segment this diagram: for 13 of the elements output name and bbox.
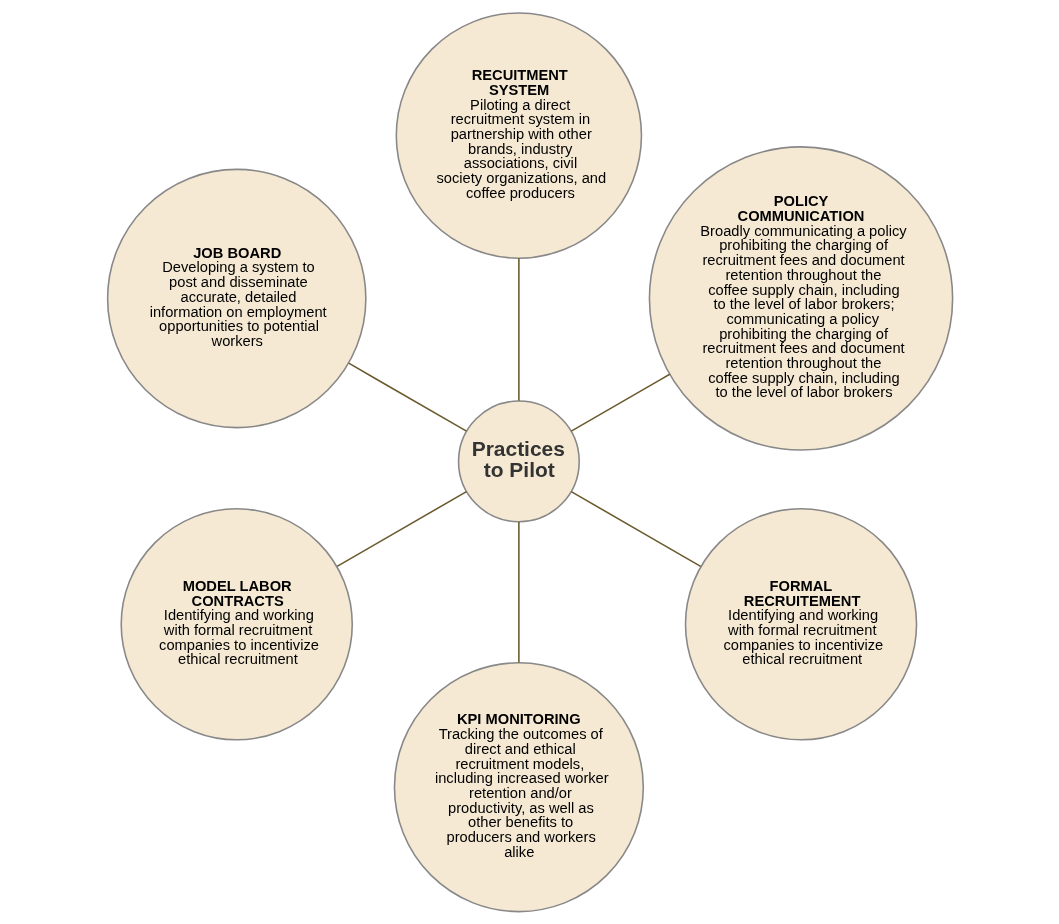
connector [517, 256, 520, 402]
node-circle: RECUITMENT SYSTEM Piloting a direct recruitment system in partnership with other brands, industry associations, civil society organizations, and coffee producers [395, 11, 642, 259]
node-circle: MODEL LABOR CONTRACTS Identifying and working with formal recruitment companies to incentivize ethical recruitment [119, 507, 353, 741]
connector [570, 373, 670, 432]
connector [335, 490, 467, 567]
connector [347, 361, 467, 432]
node-circle: FORMAL RECRUITEMENT Identifying and working with formal recruitment companies to incentivize ethical recruitment [684, 507, 917, 741]
node-circle: POLICY COMMUNICATION Broadly communicating a policy prohibiting the charging of recruitment fees and document retention throughout the coffee supply chain, including to the level of labor brokers; communicating a policy prohibiting the charging of recruitment fees and document retention throughout the coffee supply chain, including to the level of labor brokers [648, 145, 953, 451]
node-circle: JOB BOARD Developing a system to post and disseminate accurate, detailed information on employment opportunities to potential workers [106, 168, 367, 428]
connector [570, 490, 701, 567]
connector [517, 520, 520, 663]
node-circle: KPI MONITORING Tracking the outcomes of direct and ethical recruitment models, including increased worker retention and/or productivity, as well as other benefits to producers and workers alike [393, 661, 644, 912]
node-circle: Practices to Pilot [457, 399, 580, 522]
